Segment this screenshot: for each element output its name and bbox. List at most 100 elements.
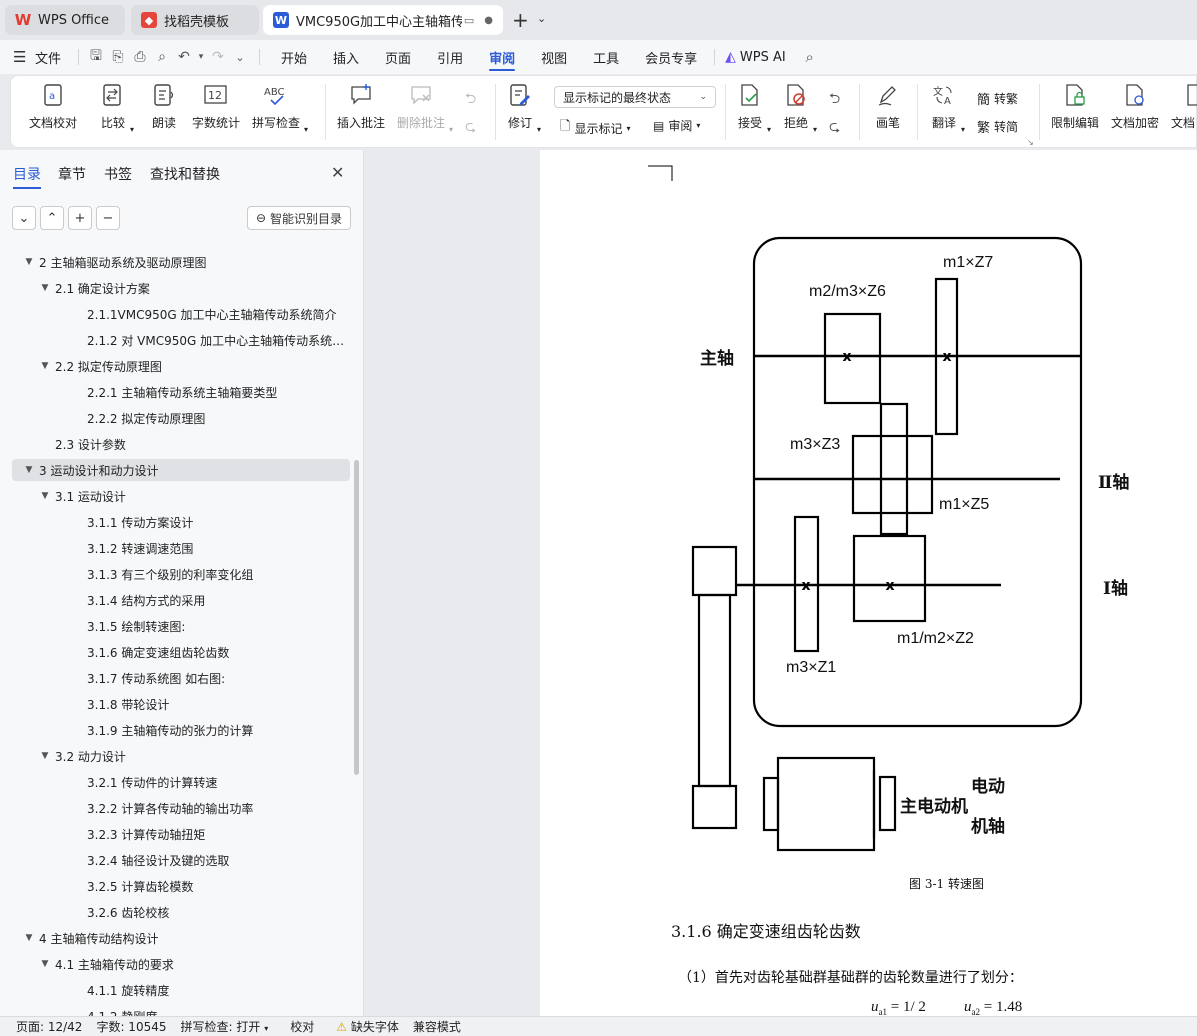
tab-docer-templates[interactable]: ◆ 找稻壳模板: [131, 5, 259, 35]
expand-arrow-icon[interactable]: ▼: [25, 257, 33, 267]
missing-font-status[interactable]: ⚠ 缺失字体: [328, 1018, 413, 1035]
move-up-button[interactable]: ⌃: [40, 206, 64, 230]
toc-item[interactable]: 3.2.4 轴径设计及键的选取: [12, 849, 350, 871]
undo-dropdown-icon[interactable]: ▾: [198, 52, 204, 62]
menu-insert[interactable]: 插入: [320, 40, 372, 74]
doc-permission-button[interactable]: 文档: [1171, 82, 1197, 131]
delete-comment-button[interactable]: 删除批注▾: [397, 82, 453, 134]
spell-check-status[interactable]: 拼写检查: 打开 ▾: [181, 1018, 283, 1035]
quick-access-chevron-icon[interactable]: ⌄: [235, 50, 245, 64]
menu-membership[interactable]: 会员专享: [632, 40, 710, 74]
remove-heading-button[interactable]: −: [96, 206, 120, 230]
toc-item[interactable]: 4.1.1 旋转精度: [12, 979, 350, 1001]
previous-change-icon[interactable]: ⮌: [829, 91, 841, 107]
expand-arrow-icon[interactable]: ▼: [41, 491, 49, 501]
document-page[interactable]: x x x x m1×Z7 m2/m3×Z6 主轴 m3×Z3 Ⅱ轴 m1×Z5…: [540, 150, 1197, 1017]
toc-item[interactable]: 2.1.2 对 VMC950G 加工中心主轴箱传动系统的分析: [12, 329, 350, 351]
new-tab-plus-icon[interactable]: +: [512, 8, 529, 32]
toc-item[interactable]: 2.3 设计参数: [12, 433, 350, 455]
next-change-icon[interactable]: ⮎: [829, 119, 841, 135]
pen-button[interactable]: 画笔: [875, 82, 901, 131]
menu-tools[interactable]: 工具: [580, 40, 632, 74]
encrypt-button[interactable]: 文档加密: [1111, 82, 1159, 131]
reject-button[interactable]: 拒绝▾: [783, 82, 817, 134]
word-count-indicator[interactable]: 字数: 10545: [96, 1020, 167, 1034]
save-icon[interactable]: 🖫: [90, 48, 102, 64]
expand-arrow-icon[interactable]: ▼: [25, 933, 33, 943]
markup-state-select[interactable]: 显示标记的最终状态⌄: [554, 86, 716, 108]
tab-wps-office[interactable]: W WPS Office: [5, 5, 125, 35]
unsaved-dot-icon[interactable]: ●: [484, 14, 494, 26]
menu-review[interactable]: 审阅: [476, 40, 528, 74]
toc-item[interactable]: 3.1.9 主轴箱传动的张力的计算: [12, 719, 350, 741]
tab-find-replace[interactable]: 查找和替换: [150, 164, 220, 184]
toc-item[interactable]: ▼2.2 拟定传动原理图: [12, 355, 350, 377]
toc-item[interactable]: 2.2.1 主轴箱传动系统主轴箱要类型: [12, 381, 350, 403]
toc-item[interactable]: 3.1.6 确定变速组齿轮齿数: [12, 641, 350, 663]
tab-sections[interactable]: 章节: [58, 164, 86, 184]
print-icon[interactable]: ⎙: [134, 49, 146, 65]
toc-item[interactable]: ▼3.2 动力设计: [12, 745, 350, 767]
redo-icon[interactable]: ↷: [212, 49, 224, 65]
toc-item[interactable]: 3.2.3 计算传动轴扭矩: [12, 823, 350, 845]
toc-scrollbar[interactable]: [354, 460, 359, 775]
page-indicator[interactable]: 页面: 12/42: [16, 1020, 83, 1034]
close-icon[interactable]: ✕: [331, 163, 345, 182]
toc-item[interactable]: 3.2.1 传动件的计算转速: [12, 771, 350, 793]
to-simplified-button[interactable]: 繁转简: [977, 117, 1018, 136]
toc-item[interactable]: 3.1.4 结构方式的采用: [12, 589, 350, 611]
monitor-icon[interactable]: ▭: [463, 13, 475, 27]
toc-item[interactable]: ▼3 运动设计和动力设计: [12, 459, 350, 481]
menu-references[interactable]: 引用: [424, 40, 476, 74]
search-icon[interactable]: ⌕: [805, 48, 814, 66]
restrict-edit-button[interactable]: 限制编辑: [1051, 82, 1099, 131]
expand-arrow-icon[interactable]: ▼: [41, 283, 49, 293]
menu-wps-ai[interactable]: ◭ WPS AI: [719, 40, 799, 74]
expand-arrow-icon[interactable]: ▼: [25, 465, 33, 475]
toc-item[interactable]: 3.2.6 齿轮校核: [12, 901, 350, 923]
toc-item[interactable]: ▼4 主轴箱传动结构设计: [12, 927, 350, 949]
previous-comment-icon[interactable]: ⮌: [465, 91, 477, 107]
menu-view[interactable]: 视图: [528, 40, 580, 74]
toc-item[interactable]: ▼2 主轴箱驱动系统及驱动原理图: [12, 251, 350, 273]
menu-file[interactable]: 文件: [29, 40, 74, 74]
word-count-button[interactable]: 12 字数统计: [192, 82, 240, 131]
toc-item[interactable]: 3.1.8 带轮设计: [12, 693, 350, 715]
hamburger-menu-icon[interactable]: ☰: [13, 48, 27, 66]
read-aloud-button[interactable]: 朗读: [151, 82, 177, 131]
expand-arrow-icon[interactable]: ▼: [41, 361, 49, 371]
add-heading-button[interactable]: +: [68, 206, 92, 230]
toc-item[interactable]: ▼4.1 主轴箱传动的要求: [12, 953, 350, 975]
toc-item[interactable]: ▼2.1 确定设计方案: [12, 277, 350, 299]
print-preview-icon[interactable]: ⌕: [158, 49, 166, 65]
dialog-launcher-icon[interactable]: ↘: [1027, 138, 1034, 147]
menu-home[interactable]: 开始: [268, 40, 320, 74]
toc-item[interactable]: 3.2.2 计算各传动轴的输出功率: [12, 797, 350, 819]
tab-toc[interactable]: 目录: [13, 164, 41, 189]
insert-comment-button[interactable]: 插入批注: [337, 82, 385, 131]
compare-button[interactable]: 比较▾: [100, 82, 134, 134]
proofread-status[interactable]: 校对: [290, 1020, 315, 1034]
toc-item[interactable]: 3.1.7 传动系统图 如右图:: [12, 667, 350, 689]
toc-item[interactable]: ▼3.1 运动设计: [12, 485, 350, 507]
export-pdf-icon[interactable]: ⎘: [112, 49, 124, 65]
tab-document[interactable]: W VMC950G加工中心主轴箱传动 ▭ ●: [263, 5, 503, 35]
toc-item[interactable]: 3.1.5 绘制转速图:: [12, 615, 350, 637]
undo-icon[interactable]: ↶: [178, 49, 190, 65]
tab-list-chevron-icon[interactable]: ⌄: [537, 12, 547, 25]
collapse-all-button[interactable]: ⌄: [12, 206, 36, 230]
track-changes-button[interactable]: 修订▾: [507, 82, 541, 134]
to-traditional-button[interactable]: 簡转繁: [977, 89, 1018, 108]
toc-item[interactable]: 2.2.2 拟定传动原理图: [12, 407, 350, 429]
toc-item[interactable]: 3.1.1 传动方案设计: [12, 511, 350, 533]
toc-item[interactable]: 2.1.1VMC950G 加工中心主轴箱传动系统简介: [12, 303, 350, 325]
toc-item[interactable]: 3.2.5 计算齿轮模数: [12, 875, 350, 897]
toc-item[interactable]: 3.1.2 转速调速范围: [12, 537, 350, 559]
smart-toc-button[interactable]: ⊖智能识别目录: [247, 206, 351, 230]
next-comment-icon[interactable]: ⮎: [465, 119, 477, 135]
spell-check-button[interactable]: ABC 拼写检查▾: [252, 82, 308, 134]
toc-item[interactable]: 3.1.3 有三个级别的利率变化组: [12, 563, 350, 585]
expand-arrow-icon[interactable]: ▼: [41, 751, 49, 761]
expand-arrow-icon[interactable]: ▼: [41, 959, 49, 969]
